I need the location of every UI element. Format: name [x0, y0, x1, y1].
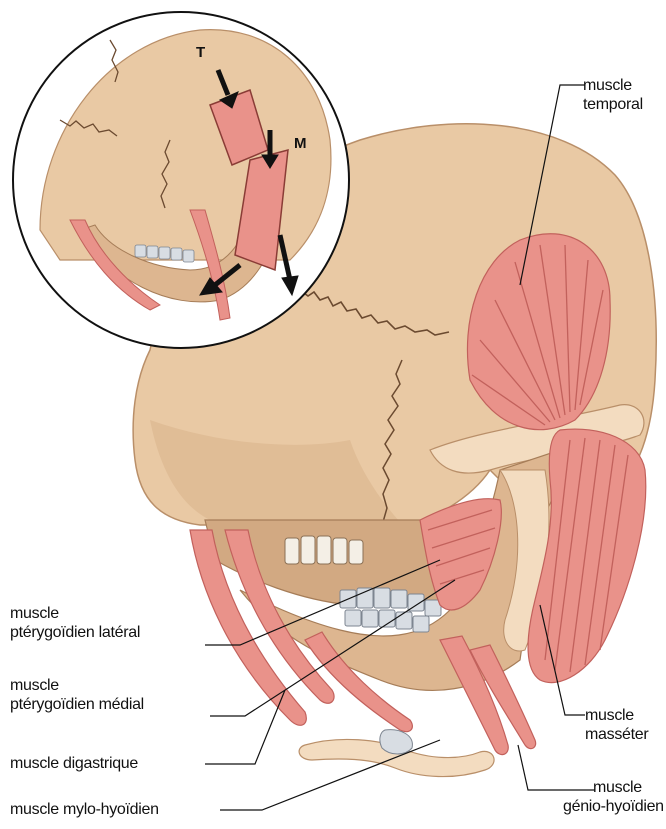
label-temporal-line1: muscle [583, 76, 643, 95]
upper-teeth [285, 536, 363, 564]
inset-letter-t: T [196, 44, 205, 61]
label-pterygoid-medial-line1: muscle [10, 676, 144, 695]
hyoid-body [380, 730, 413, 754]
label-mylohyoid: muscle mylo-hyoïdien [10, 800, 159, 819]
label-pterygoid-lateral-line2: ptérygoïdien latéral [10, 623, 140, 642]
label-temporal-line2: temporal [583, 95, 643, 114]
label-genio: muscle génio-hyoïdien [563, 778, 664, 816]
label-temporal: muscle temporal [583, 76, 643, 114]
label-pterygoid-medial-line2: ptérygoïdien médial [10, 695, 144, 714]
inset-detail [13, 12, 349, 348]
label-masseter: muscle masséter [585, 706, 648, 744]
label-genio-line2: génio-hyoïdien [563, 797, 664, 816]
inset-letter-m: M [294, 135, 307, 152]
label-masseter-line1: muscle [585, 706, 648, 725]
label-pterygoid-lateral: muscle ptérygoïdien latéral [10, 604, 140, 642]
label-pterygoid-lateral-line1: muscle [10, 604, 140, 623]
label-genio-line1: muscle [563, 778, 664, 797]
label-pterygoid-medial: muscle ptérygoïdien médial [10, 676, 144, 714]
label-masseter-line2: masséter [585, 725, 648, 744]
label-digastric: muscle digastrique [10, 754, 138, 773]
